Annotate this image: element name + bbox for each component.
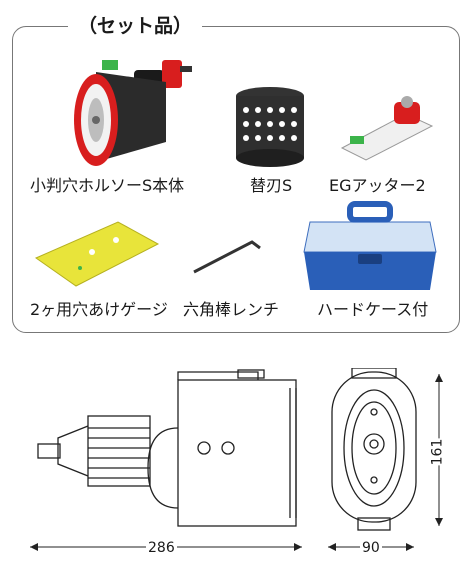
replacement-blade-illustration (230, 84, 310, 170)
eg-atter-label: EGアッター2 (329, 176, 426, 195)
front-view-drawing (322, 368, 426, 534)
height-dimension: 161 (427, 438, 448, 466)
eg-atter-illustration (336, 96, 436, 166)
length-dimension: 286 (146, 540, 177, 556)
side-view-drawing (28, 368, 304, 538)
set-contents-box (12, 26, 460, 333)
set-title: （セット品） (68, 14, 203, 38)
hole-saw-body-label: 小判穴ホルソーS本体 (30, 176, 185, 195)
hard-case-label: ハードケース付 (317, 300, 429, 319)
hole-saw-body-illustration (66, 52, 196, 172)
replacement-blade-label: 替刃S (250, 176, 293, 195)
drilling-gauge-label: 2ヶ用穴あけゲージ (30, 300, 168, 319)
hard-case-illustration (300, 200, 440, 296)
drilling-gauge-illustration (32, 218, 162, 290)
hex-wrench-label: 六角棒レンチ (183, 300, 280, 319)
width-dimension: 90 (360, 540, 382, 556)
hex-wrench-illustration (190, 232, 266, 278)
